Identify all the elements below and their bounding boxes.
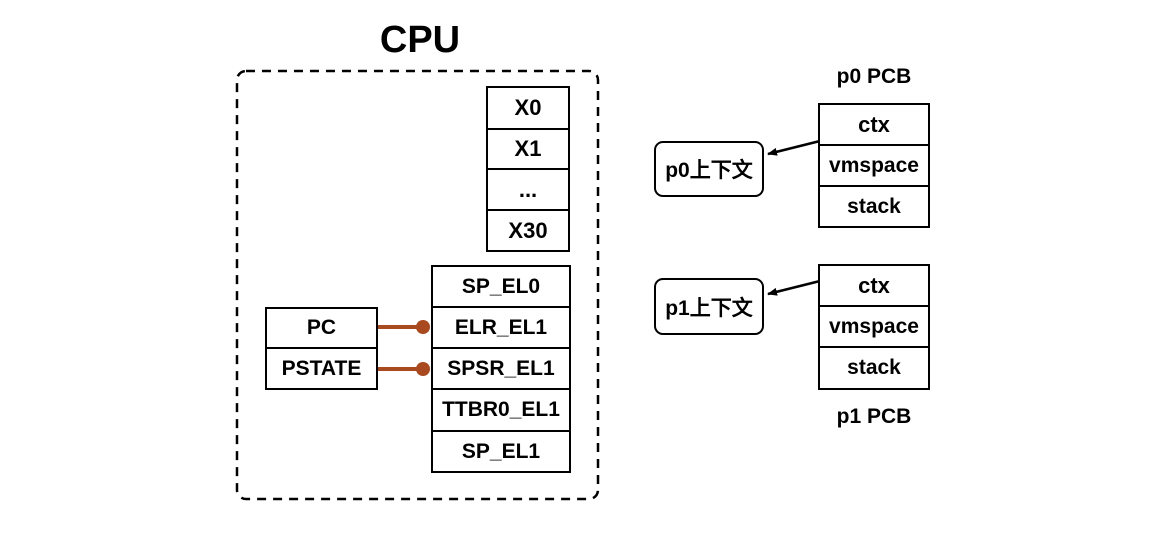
- cpu-title: CPU: [379, 18, 461, 61]
- p1-ctx-arrow: [767, 279, 821, 296]
- register-x0: X0: [486, 86, 570, 130]
- register-elr-el1: ELR_EL1: [431, 306, 571, 349]
- elr-connector-dot: [416, 320, 430, 334]
- p0-stack-field: stack: [818, 185, 930, 228]
- pstate-register: PSTATE: [265, 347, 378, 390]
- p1-pcb-title: p1 PCB: [836, 405, 912, 428]
- register-x30: X30: [486, 209, 570, 252]
- register-x1: X1: [486, 128, 570, 170]
- p1-ctx-field: ctx: [818, 264, 930, 307]
- register-ellipsis: ...: [486, 168, 570, 211]
- p0-ctx-arrow: [767, 139, 821, 156]
- p0-ctx-field: ctx: [818, 103, 930, 146]
- p0-context-box: p0上下文: [654, 141, 764, 197]
- register-sp-el0: SP_EL0: [431, 265, 571, 308]
- register-spsr-el1: SPSR_EL1: [431, 347, 571, 390]
- cpu-boundary: [235, 69, 600, 501]
- pc-register: PC: [265, 307, 378, 349]
- spsr-connector-dot: [416, 362, 430, 376]
- p1-stack-field: stack: [818, 346, 930, 390]
- p0-vmspace-field: vmspace: [818, 144, 930, 187]
- p1-vmspace-field: vmspace: [818, 305, 930, 348]
- register-sp-el1: SP_EL1: [431, 430, 571, 473]
- register-ttbr0-el1: TTBR0_EL1: [431, 388, 571, 432]
- p0-pcb-title: p0 PCB: [836, 65, 912, 88]
- p1-context-box: p1上下文: [654, 278, 764, 335]
